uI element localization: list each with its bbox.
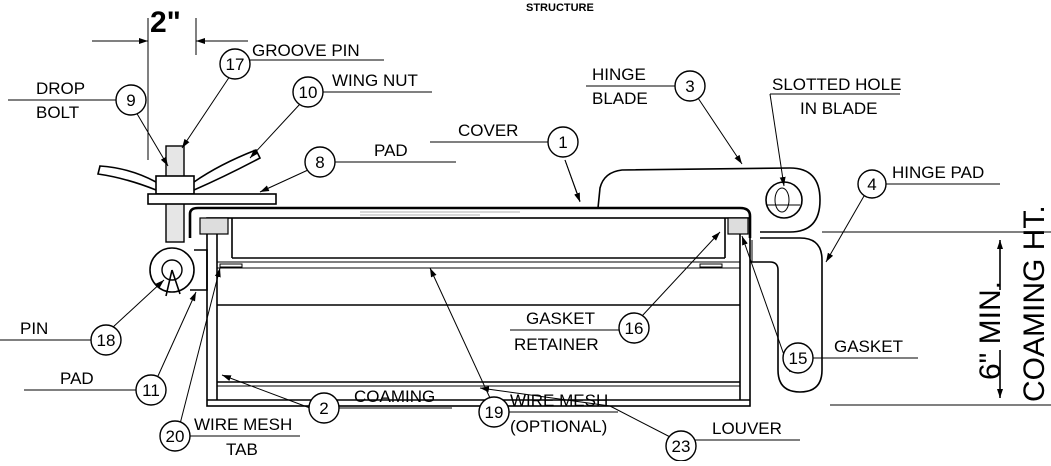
coaming-body xyxy=(206,217,751,407)
callout-17-number: 17 xyxy=(226,55,245,74)
callout-2: 2 COAMING xyxy=(221,374,452,424)
height-dimension: 6" MIN. COAMING HT. xyxy=(822,205,1051,406)
callout-1-label: COVER xyxy=(458,121,518,140)
callout-19: 19 WIRE MESH (OPTIONAL) xyxy=(429,267,618,436)
callout-3-label-2: BLADE xyxy=(592,89,648,108)
hinge-assembly xyxy=(597,167,823,393)
callout-9-number: 9 xyxy=(126,91,135,110)
callout-18: 18 PIN xyxy=(0,279,165,356)
callout-23-label: LOUVER xyxy=(712,419,782,438)
callout-slotted-hole: SLOTTED HOLE IN BLADE xyxy=(769,75,901,187)
callout-3-label-1: HINGE xyxy=(592,65,646,84)
callout-17-label: GROOVE PIN xyxy=(252,41,360,60)
callout-8: 8 PAD xyxy=(259,141,456,193)
callout-slotted-hole-label-1: SLOTTED HOLE xyxy=(772,75,901,94)
callout-1: 1 COVER xyxy=(430,121,581,203)
callout-15-label: GASKET xyxy=(834,337,903,356)
callout-9: 9 DROP BOLT xyxy=(8,79,169,167)
callout-8-label: PAD xyxy=(374,141,408,160)
callout-16: 16 GASKET RETAINER xyxy=(510,231,721,354)
callout-10-label: WING NUT xyxy=(332,71,418,90)
callout-11: 11 PAD xyxy=(24,291,197,406)
callout-20: 20 WIRE MESH TAB xyxy=(159,267,300,459)
callout-2-label: COAMING xyxy=(354,387,435,406)
callout-18-number: 18 xyxy=(97,331,116,350)
callout-15: 15 GASKET xyxy=(741,235,918,374)
callout-9-label-2: BOLT xyxy=(36,103,79,122)
callout-4-label: HINGE PAD xyxy=(892,163,984,182)
height-min-label: 6" MIN. xyxy=(974,281,1007,380)
callout-2-number: 2 xyxy=(319,399,328,418)
callout-18-label: PIN xyxy=(20,319,48,338)
callout-4: 4 HINGE PAD xyxy=(825,163,1000,263)
callout-20-label-2: TAB xyxy=(226,440,258,459)
callout-19-label-2: (OPTIONAL) xyxy=(510,417,607,436)
callout-11-number: 11 xyxy=(142,381,160,400)
callout-23-number: 23 xyxy=(672,437,691,456)
callout-20-label-1: WIRE MESH xyxy=(194,415,292,434)
callout-17: 17 GROOVE PIN xyxy=(181,41,384,149)
callout-9-label-1: DROP xyxy=(36,79,85,98)
width-dimension: 2" xyxy=(92,6,248,160)
callout-16-label-2: RETAINER xyxy=(514,335,599,354)
callout-20-number: 20 xyxy=(166,427,185,446)
callout-4-number: 4 xyxy=(867,175,876,194)
caption-text: STRUCTURE xyxy=(526,2,594,14)
callout-19-number: 19 xyxy=(485,403,504,422)
height-coaming-label: COAMING HT. xyxy=(1018,205,1051,402)
callout-3-number: 3 xyxy=(685,77,694,96)
callout-8-number: 8 xyxy=(315,153,324,172)
callout-10-number: 10 xyxy=(299,83,318,102)
cover xyxy=(188,206,752,238)
callout-11-label: PAD xyxy=(60,369,94,388)
drop-bolt-assembly xyxy=(97,145,277,297)
callout-1-number: 1 xyxy=(558,133,567,152)
callout-16-number: 16 xyxy=(625,319,644,338)
width-dimension-label: 2" xyxy=(150,6,181,39)
callout-10: 10 WING NUT xyxy=(249,71,432,159)
callout-16-label-1: GASKET xyxy=(526,309,595,328)
callout-slotted-hole-label-2: IN BLADE xyxy=(800,99,877,118)
callout-15-number: 15 xyxy=(789,349,808,368)
callout-23: 23 LOUVER xyxy=(479,386,800,462)
callout-3: 3 HINGE BLADE xyxy=(586,65,743,165)
